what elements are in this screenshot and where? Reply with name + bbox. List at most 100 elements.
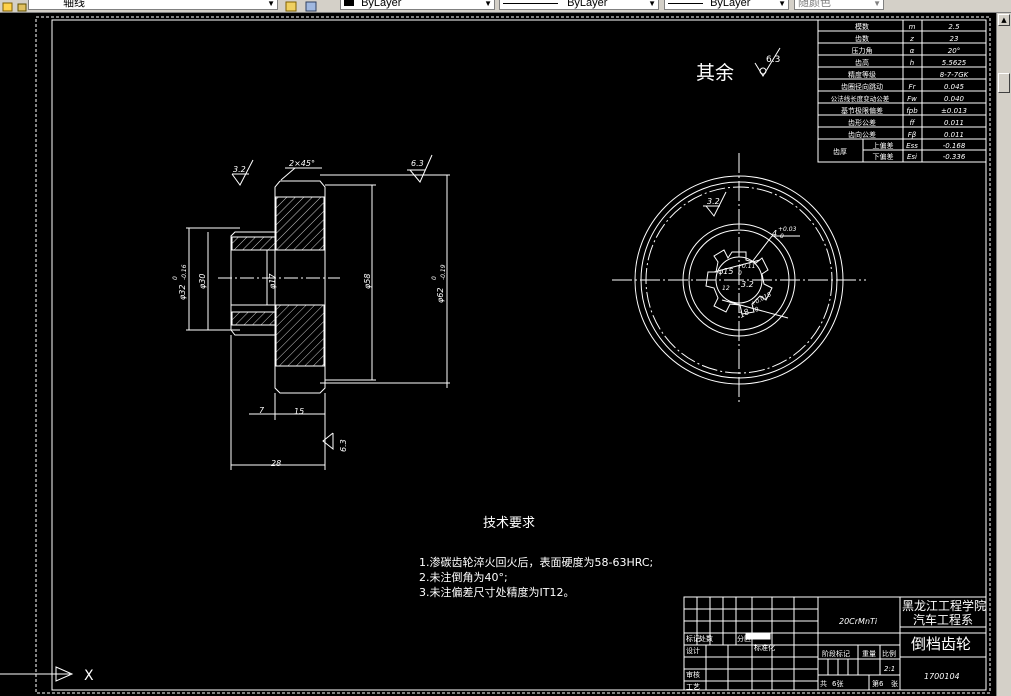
front-dim-18-label: 18	[738, 307, 751, 320]
ucs-x-label: X	[84, 668, 94, 684]
title-part-name: 倒档齿轮	[911, 635, 971, 653]
title-count-label: 处数	[699, 634, 713, 643]
ucs-icon	[0, 666, 74, 682]
param-lower-symbol: Esi	[907, 153, 917, 161]
dia-62-tol-low: -0.19	[440, 264, 447, 280]
linetype-dropdown[interactable]: ByLayer ▼	[499, 0, 659, 10]
param-symbol-pressure-angle: α	[910, 47, 915, 55]
dia-62-label: φ62	[436, 288, 445, 303]
chevron-down-icon: ▼	[778, 0, 786, 8]
param-symbol-profile: ff	[909, 119, 915, 127]
param-lower-label: 下偏差	[873, 152, 894, 161]
drawing-frame	[35, 16, 991, 694]
chamfer-label: 2×45°	[289, 159, 315, 168]
dia-32-label: φ32	[178, 285, 187, 300]
param-name-tooth-height: 齿高	[855, 58, 869, 67]
param-name-profile: 齿形公差	[848, 118, 876, 127]
param-symbol-tooth-height: h	[910, 59, 914, 67]
title-zone-label: 分区	[737, 634, 751, 643]
title-block	[683, 596, 987, 691]
param-symbol-lead: Fβ	[908, 131, 917, 139]
dim-28-label: 28	[271, 459, 281, 468]
title-sheet-suffix: 张	[891, 679, 898, 688]
param-value-pressure-angle: 20°	[948, 47, 960, 55]
tech-req-line-1: 1.渗碳齿轮淬火回火后，表面硬度为58-63HRC;	[419, 555, 653, 569]
layer-previous-icon[interactable]	[305, 0, 317, 12]
param-symbol-base-tangent: Fw	[907, 95, 917, 103]
gear-parameters-table	[817, 19, 987, 163]
layer-make-current-icon[interactable]	[285, 0, 297, 12]
front-dim-4-label: 4	[772, 229, 777, 238]
vertical-scrollbar[interactable]: ▲	[996, 13, 1011, 696]
linetype-line	[503, 2, 558, 4]
rough-top-label: 6.3	[411, 159, 424, 168]
title-design-label: 设计	[686, 646, 700, 655]
param-value-radial-runout: 0.045	[944, 83, 965, 91]
linetype-dropdown-value: ByLayer	[567, 0, 608, 9]
layer-state-icon[interactable]	[2, 0, 14, 12]
param-name-base-pitch: 基节极限偏差	[841, 106, 883, 115]
dim-15-label: 15	[294, 407, 304, 416]
lineweight-dropdown[interactable]: ByLayer ▼	[664, 0, 789, 10]
param-name-teeth: 齿数	[855, 34, 869, 43]
param-name-pressure-angle: 压力角	[852, 46, 873, 55]
lineweight-dropdown-value: ByLayer	[710, 0, 751, 9]
front-dia-15-tol: +0.11	[737, 263, 755, 270]
param-symbol-teeth: z	[909, 35, 914, 43]
layer-lock-icon[interactable]	[16, 0, 28, 12]
surface-note-roughness: 6.3	[766, 55, 780, 65]
tech-req-title: 技术要求	[483, 516, 535, 531]
param-symbol-module: m	[909, 23, 916, 31]
front-dim-4-tol2: 0	[780, 233, 784, 240]
title-stage-label: 阶段标记	[822, 649, 850, 658]
param-name-radial-runout: 齿圈径向跳动	[841, 82, 883, 91]
front-dia-15-label: φ15	[718, 267, 733, 276]
front-dim-18-tol2: 0	[754, 306, 761, 314]
title-dept: 汽车工程系	[913, 612, 973, 627]
title-craft-label: 工艺	[686, 683, 700, 691]
color-swatch	[344, 0, 354, 6]
title-weight-label: 重量	[862, 650, 876, 658]
title-drawing-no: 1700104	[924, 672, 960, 681]
param-value-module: 2.5	[948, 23, 960, 31]
param-value-accuracy: 8-7-7GK	[940, 71, 970, 79]
param-upper-label: 上偏差	[873, 141, 894, 150]
dia-62-tol-up: 0	[431, 276, 438, 280]
param-value-tooth-height: 5.5625	[942, 59, 967, 67]
drawing-canvas[interactable]: 模数 m 2.5 齿数 z 23 压力角 α 20° 齿高 h 5.5625 精…	[0, 13, 996, 696]
param-value-profile: 0.011	[944, 119, 964, 127]
dia-32-tol-up: 0	[172, 276, 179, 280]
dia-58-label: φ58	[363, 274, 372, 289]
rough-bottom-label: 6.3	[339, 439, 348, 452]
title-school: 黑龙江工程学院	[902, 598, 986, 613]
param-value-base-pitch: ±0.013	[941, 107, 967, 115]
param-name-thickness: 齿厚	[833, 148, 847, 156]
plotstyle-dropdown[interactable]: 随颜色 ▼	[794, 0, 884, 10]
scroll-thumb[interactable]	[998, 73, 1010, 93]
param-name-base-tangent: 公法线长度变动公差	[831, 94, 890, 103]
chevron-down-icon: ▼	[267, 0, 275, 8]
chevron-down-icon: ▼	[873, 0, 881, 8]
tech-req-line-3: 3.未注偏差尺寸处精度为IT12。	[419, 585, 574, 599]
lineweight-line	[668, 2, 703, 4]
title-scale-value: 2:1	[884, 665, 895, 673]
chevron-down-icon: ▼	[648, 0, 656, 8]
dia-17-label: φ17	[268, 273, 277, 289]
front-inner-rough-label: 3.2	[741, 280, 754, 289]
dia-30-label: φ30	[198, 274, 207, 289]
layer-dropdown[interactable]: 轴线 ▼	[28, 0, 278, 10]
roughness-symbol-general	[754, 47, 781, 77]
param-symbol-base-pitch: fpb	[906, 107, 918, 115]
title-std-label: 标准化	[754, 643, 775, 652]
param-name-lead: 齿向公差	[848, 130, 876, 139]
title-total-label: 共	[820, 679, 827, 688]
scroll-up-button[interactable]: ▲	[998, 14, 1010, 26]
param-upper-symbol: Ess	[906, 142, 918, 150]
param-value-lead: 0.011	[944, 131, 964, 139]
properties-toolbar: 轴线 ▼ ByLayer ▼ ByLayer ▼ ByLayer ▼ 随颜色 ▼	[0, 0, 1011, 13]
front-small-dim-label: 12	[722, 285, 730, 292]
color-dropdown[interactable]: ByLayer ▼	[340, 0, 495, 10]
dim-7-label: 7	[259, 406, 265, 415]
surface-note-text: 其余	[696, 62, 734, 84]
layer-dropdown-value: 轴线	[63, 0, 85, 9]
